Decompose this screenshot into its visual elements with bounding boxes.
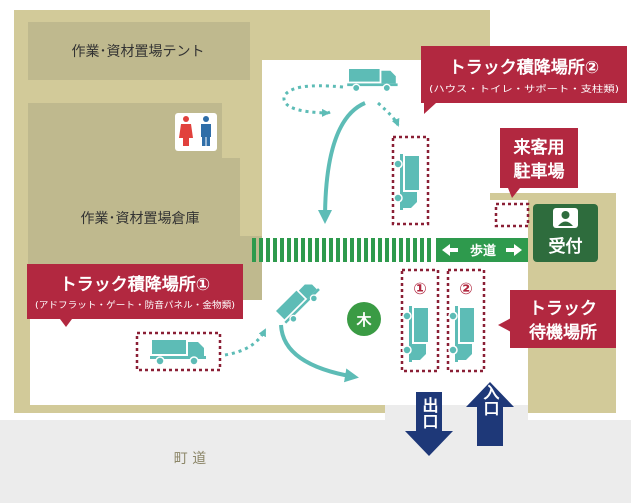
warehouse-building bbox=[28, 103, 262, 300]
gate-apron bbox=[385, 405, 528, 425]
town-road bbox=[0, 420, 631, 503]
waiting-bay-2-box bbox=[446, 268, 486, 373]
reception-label: 受付 bbox=[549, 236, 583, 257]
crosswalk bbox=[252, 238, 431, 262]
visitor-parking-callout: 来客用 駐車場 bbox=[500, 128, 578, 198]
arrow-icon bbox=[327, 110, 331, 115]
sidewalk-label: 歩道 bbox=[470, 243, 496, 259]
arrow-icon bbox=[279, 324, 359, 383]
town-road-label: 町 道 bbox=[174, 451, 206, 467]
warehouse-label: 作業･資材置場倉庫 bbox=[81, 210, 200, 227]
arrow-left-icon bbox=[442, 244, 458, 256]
tent-building bbox=[28, 22, 250, 80]
exit-arrow: 出口 bbox=[405, 392, 453, 456]
unload-area-1-callout: トラック積降場所① (アドフラット・ゲート・防音パネル・金物類) bbox=[27, 264, 243, 327]
waiting-bay-1-box bbox=[400, 268, 440, 373]
unload-area-2-box bbox=[391, 135, 430, 226]
entrance-label: 入口 bbox=[481, 384, 500, 416]
reception: 受付 bbox=[533, 204, 598, 262]
truck-waiting-line2: 待機場所 bbox=[529, 322, 597, 343]
tent-label: 作業･資材置場テント bbox=[72, 44, 205, 60]
arrow-icon bbox=[377, 101, 400, 127]
tree-label: 木 bbox=[355, 311, 372, 329]
unload-area-2-callout: トラック積降場所② (ハウス・トイレ・サポート・支柱類) bbox=[421, 46, 627, 114]
entrance-arrow: 入口 bbox=[466, 382, 514, 446]
waiting-bay-2-number: ② bbox=[459, 279, 473, 298]
person-icon bbox=[553, 208, 578, 228]
unload-area-1-title: トラック積降場所① bbox=[60, 274, 210, 295]
tree-icon: 木 bbox=[347, 302, 381, 336]
restroom-icon bbox=[175, 113, 217, 151]
exit-label: 出口 bbox=[420, 396, 439, 429]
visitor-parking-line2: 駐車場 bbox=[514, 161, 565, 182]
arrow-right-icon bbox=[506, 244, 522, 256]
unload-area-2-subtitle: (ハウス・トイレ・サポート・支柱類) bbox=[429, 83, 619, 95]
unload-area-2-title: トラック積降場所② bbox=[449, 57, 599, 78]
truck-waiting-line1: トラック bbox=[529, 299, 597, 319]
visitor-parking-line1: 来客用 bbox=[513, 137, 565, 158]
truck-waiting-callout: トラック 待機場所 bbox=[498, 290, 616, 348]
unload-area-1-subtitle: (アドフラット・ゲート・防音パネル・金物類) bbox=[35, 299, 235, 311]
visitor-parking-box bbox=[494, 202, 530, 228]
arrow-icon bbox=[318, 101, 366, 224]
waiting-bay-1-number: ① bbox=[413, 279, 427, 298]
sidewalk-bar: 歩道 bbox=[436, 238, 528, 262]
